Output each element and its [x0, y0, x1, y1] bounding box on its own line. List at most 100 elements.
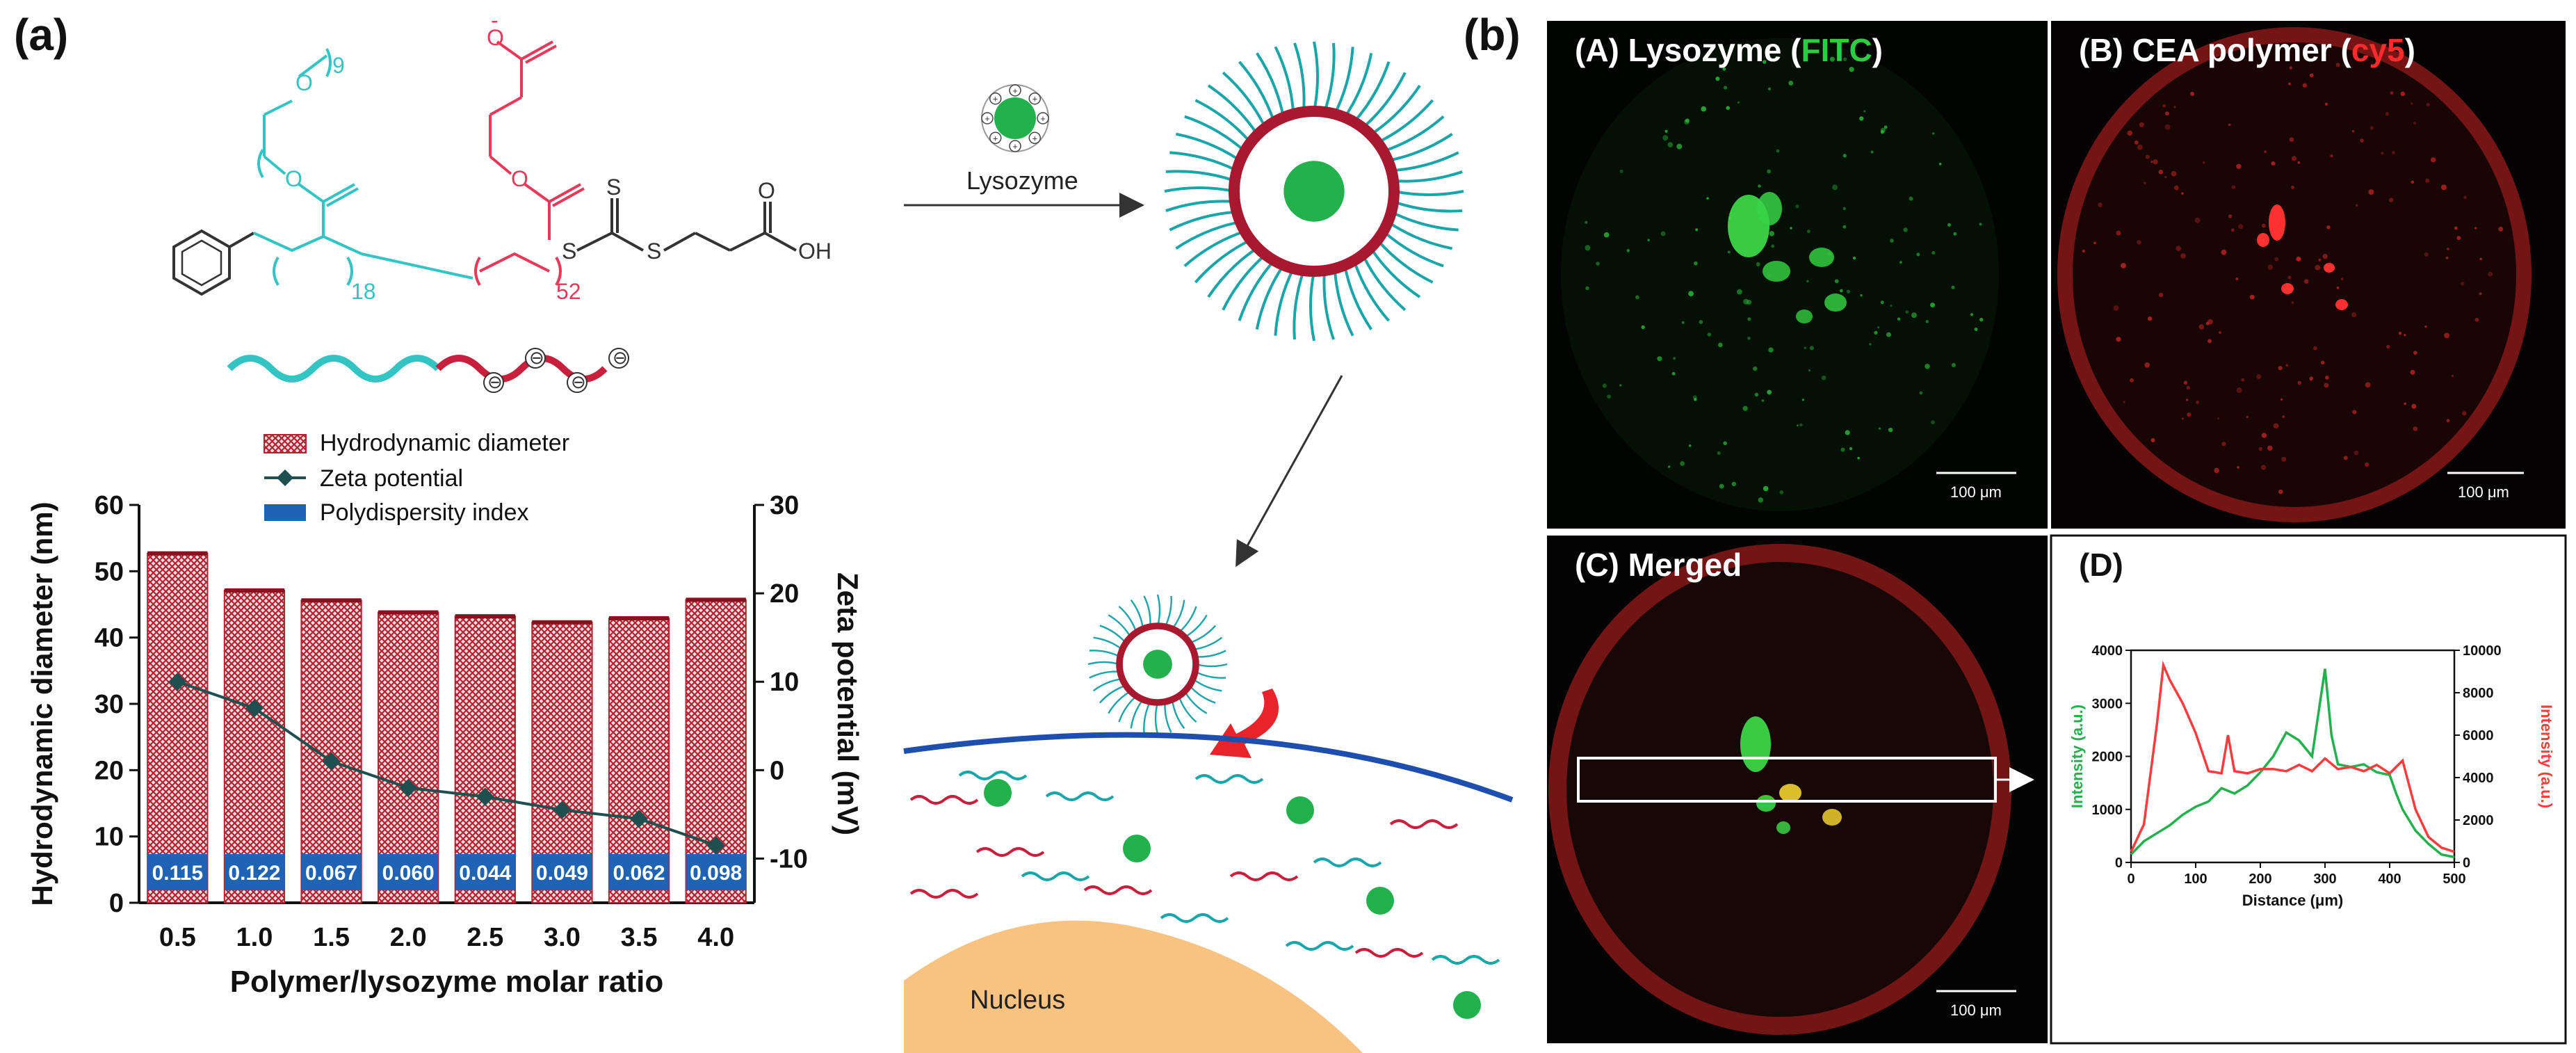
fluorescence-speckle — [2176, 246, 2182, 252]
fluorescence-speckle — [2158, 292, 2164, 298]
peg-chain — [1387, 133, 1453, 162]
fluorescence-speckle — [2454, 226, 2458, 230]
fluorescence-speckle — [2164, 176, 2167, 179]
charge-sign: + — [1032, 133, 1037, 143]
anionic-charge: - — [491, 8, 499, 33]
fluorescence-speckle — [1932, 132, 1935, 135]
fluorescence-speckle — [1839, 289, 1843, 293]
fluorescence-speckle — [1880, 300, 1884, 305]
peg-chain — [1309, 271, 1315, 341]
pdi-box — [147, 854, 208, 890]
peg-chain — [1322, 270, 1335, 340]
polymer-structure — [172, 40, 797, 296]
fluorescence-speckle — [1880, 127, 1886, 133]
y-tick-label: 3000 — [2092, 696, 2123, 712]
peg-chain — [1165, 200, 1236, 212]
peg-chain — [1207, 246, 1258, 298]
fluorescence-speckle — [1756, 262, 1760, 266]
fluorescence-speckle — [2098, 202, 2103, 207]
peg-chain — [1156, 594, 1161, 627]
fluorescence-speckle — [2121, 262, 2126, 268]
fluorescence-speckle — [2153, 159, 2158, 165]
fluorescence-speckle — [2320, 360, 2325, 364]
positive-charge — [1028, 131, 1042, 145]
fluorescence-speckle — [2281, 456, 2287, 462]
y-axis-right-title: Zeta potential (mV) — [832, 572, 864, 835]
fluorescence-speckle — [2164, 124, 2171, 130]
peg-chain — [1154, 702, 1159, 734]
fluorescence-speckle — [1795, 204, 1799, 209]
fluorescence-speckle — [2424, 325, 2427, 328]
fluorescence-speckle — [1771, 244, 1775, 248]
fluorescence-speckle — [2351, 129, 2355, 133]
peg-chain — [1169, 210, 1238, 232]
svg-text:⊖: ⊖ — [571, 371, 586, 392]
peg-chain — [1089, 650, 1121, 658]
peg-chain — [1108, 614, 1132, 638]
y-axis-title: Intensity (a.u.) — [2068, 705, 2086, 808]
fluorescence-speckle — [1931, 251, 1936, 255]
svg-text:⊖: ⊖ — [613, 347, 628, 368]
peg-chain — [1192, 678, 1222, 692]
fluorescence-speckle — [1603, 232, 1610, 238]
fluorescence-speckle — [1585, 220, 1588, 224]
fluorescence-speckle — [2145, 154, 2150, 159]
x-tick-label: 4.0 — [697, 923, 734, 952]
fluorescence-speckle — [2187, 412, 2192, 417]
fluorescence-speckle — [2139, 122, 2144, 127]
fluorescence-speckle — [1834, 279, 1839, 284]
s-atom-2: S — [606, 175, 621, 200]
fluorescence-speckle — [2147, 316, 2153, 321]
fluorescence-speckle — [1737, 289, 1742, 295]
pdi-box — [686, 854, 746, 890]
fluorescence-speckle — [2261, 223, 2266, 228]
zeta-point — [168, 673, 187, 691]
fluorescence-speckle — [1842, 154, 1847, 158]
fluorescence-speckle — [1919, 391, 1923, 395]
peg-chain — [1361, 72, 1407, 129]
fluorescence-speckle — [2137, 239, 2141, 245]
fluorescence-speckle — [2221, 249, 2227, 255]
fluorescence-speckle — [2386, 344, 2390, 349]
peg-chain — [1089, 670, 1121, 679]
legend-label: Polydispersity index — [320, 499, 528, 526]
fluorescence-speckle — [2303, 279, 2309, 284]
pdi-label: 0.115 — [152, 862, 203, 885]
free-polymer — [958, 771, 1028, 780]
fluorescence-speckle — [2411, 180, 2415, 184]
zeta-point — [630, 810, 649, 828]
fluorescence-speckle — [2260, 465, 2267, 470]
fluorescence-speckle — [2404, 334, 2406, 337]
fluorescence-speckle — [2208, 339, 2212, 344]
fluorescence-speckle — [1706, 197, 1709, 200]
fluorescence-speckle — [2235, 277, 2239, 280]
fluorescence-speckle — [2324, 383, 2329, 388]
fluorescence-speckle — [2246, 415, 2249, 419]
fluorescence-speckle — [2291, 156, 2297, 161]
fluorescence-speckle — [2456, 236, 2461, 241]
fluorescence-speckle — [1842, 207, 1846, 210]
peg-chain — [1333, 47, 1354, 115]
peg-chain — [1194, 670, 1226, 679]
y-tick-right-label: 0 — [770, 756, 784, 785]
positive-charge — [1037, 112, 1049, 124]
fluorescence-speckle — [1849, 447, 1853, 451]
charge-sign: + — [1040, 113, 1046, 124]
peg-o-atom: O — [295, 70, 313, 95]
fluorescence-speckle — [1925, 320, 1929, 323]
peg-chain — [1222, 71, 1267, 129]
fluorescence-speckle — [2318, 258, 2322, 262]
fluorescence-speckle — [1804, 346, 1806, 350]
fluorescence-speckle — [2390, 91, 2394, 95]
fluorescence-speckle — [2205, 321, 2210, 325]
fluorescence-speckle — [1878, 427, 1881, 430]
x-tick-label: 200 — [2249, 871, 2271, 887]
legend-marker — [277, 469, 293, 486]
fluorescence-speckle — [2315, 264, 2321, 271]
micrograph-fitc — [1547, 21, 2048, 529]
fluorescence-speckle — [1694, 261, 1698, 266]
y-tick-label: 60 — [95, 491, 124, 520]
fluorescence-speckle — [1863, 110, 1866, 113]
zeta-point — [553, 801, 572, 819]
